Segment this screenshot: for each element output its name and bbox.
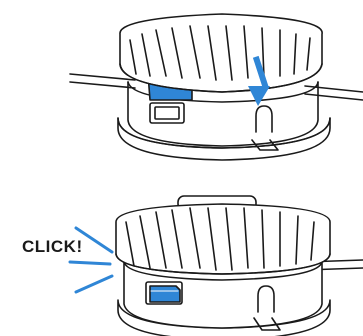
spool-housing	[123, 261, 323, 329]
window-slot-inner	[154, 106, 180, 120]
step-1-before-click	[69, 13, 363, 161]
step-2-after-click	[68, 195, 363, 336]
latch-tab-engaged	[145, 281, 183, 305]
eyelet-clip	[253, 285, 281, 331]
ribbed-cap-raised	[119, 13, 323, 93]
eyelet-clip	[251, 105, 279, 151]
click-burst-icon	[68, 226, 114, 294]
click-annotation: CLICK!	[22, 237, 83, 256]
down-arrow-icon	[248, 55, 270, 106]
window-slot	[149, 102, 185, 124]
trimmer-line	[69, 73, 363, 101]
ribbed-cap-seated	[115, 195, 331, 275]
